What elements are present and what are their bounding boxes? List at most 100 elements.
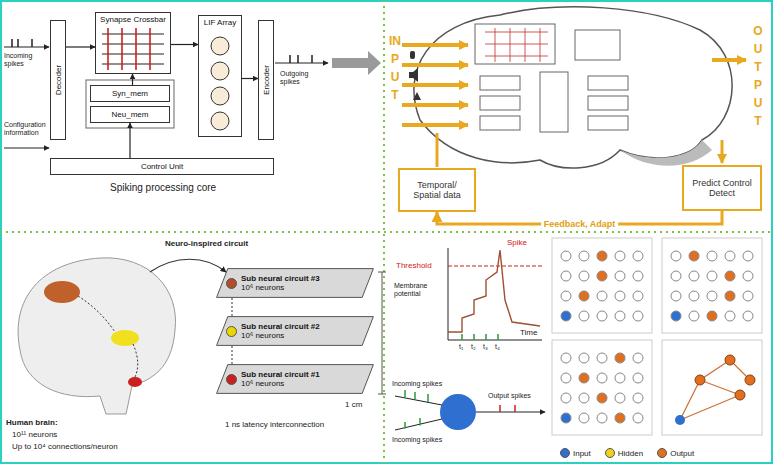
annotation: t₁ [459, 343, 463, 351]
grid-neuron [707, 271, 717, 281]
grid-neuron [707, 291, 717, 301]
grid-neuron [633, 251, 643, 261]
brain-outline [414, 7, 732, 168]
grid-neuron [633, 271, 643, 281]
grid-neuron [725, 291, 735, 301]
grid-neuron [615, 251, 625, 261]
grid-neuron [561, 393, 571, 403]
node-text: Synapse Crossbar [100, 15, 166, 24]
node-text: Temporal/ Spatial data [403, 180, 471, 200]
chart-axes [448, 248, 542, 340]
legend-text: Input [573, 449, 591, 458]
grid-neuron [615, 373, 625, 383]
grid-neuron [615, 271, 625, 281]
grid-neuron [615, 353, 625, 363]
grid-neuron [561, 291, 571, 301]
grid-neuron [597, 311, 607, 321]
annotation: Outgoing spikes [280, 70, 328, 86]
node-text: Encoder [262, 65, 271, 95]
grid-neuron [615, 291, 625, 301]
spike-train [290, 55, 312, 63]
grid-neuron [579, 393, 589, 403]
grid-neuron [671, 251, 681, 261]
output-box: Predict Control Detect [682, 165, 762, 211]
grid-neuron [689, 291, 699, 301]
legend-swatch [657, 448, 667, 458]
axon [476, 412, 545, 413]
plate-shape [217, 269, 374, 298]
grid-neuron [707, 251, 717, 261]
spike-train [405, 390, 428, 429]
circuit-plate: Sub neural circuit #310⁶ neurons [215, 268, 375, 298]
annotation: Incoming spikes [392, 436, 442, 444]
brain-region [44, 281, 80, 303]
node-text: Predict Control Detect [687, 178, 757, 198]
memory-frame [86, 80, 174, 128]
time-ticks [462, 334, 498, 340]
config-line [4, 148, 49, 149]
grid-neuron [579, 251, 589, 261]
node-text: Control Unit [141, 162, 183, 171]
crossbar-block: Synapse Crossbar [95, 12, 171, 74]
brain-side [18, 258, 175, 414]
control-unit: Control Unit [50, 158, 274, 175]
grid-neuron [743, 291, 753, 301]
data-link [436, 133, 439, 167]
grid-neuron [561, 353, 571, 363]
grid-neuron [743, 271, 753, 281]
legend-text: Hidden [618, 449, 643, 458]
annotation: Incoming spikes [4, 52, 48, 68]
grid-neuron [689, 271, 699, 281]
region-dot [226, 374, 237, 385]
plate-shape [215, 316, 375, 346]
annotation: Output spikes [488, 392, 531, 400]
spike-output-line [275, 63, 328, 64]
annotation: 10¹¹ neurons [12, 430, 57, 439]
grid-neuron [615, 393, 625, 403]
lif-neurons [211, 37, 229, 130]
grid-neuron [671, 291, 681, 301]
node-text: Sub neural circuit #3 [241, 274, 320, 283]
annotation: 1 cm [345, 400, 362, 409]
plate-shape [215, 364, 375, 394]
network-panel [662, 340, 762, 435]
region-dot [226, 278, 237, 289]
block-arrow [332, 51, 381, 75]
annotation: Human brain: [6, 418, 58, 427]
brain-region [128, 377, 142, 387]
io-heading: INPUT [389, 32, 401, 104]
sensor-icons [409, 51, 421, 100]
grid-neuron [561, 413, 571, 423]
encoder-block: Encoder [258, 20, 274, 140]
annotation: Time [520, 328, 537, 337]
annotation: Spiking processing core [110, 182, 216, 194]
grid-neuron [671, 271, 681, 281]
network-nodes [695, 355, 755, 400]
annotation: Neuro-inspired circuit [165, 239, 248, 248]
grid-neuron [689, 251, 699, 261]
neuron-body [440, 394, 476, 430]
grid-neuron [633, 291, 643, 301]
plate-shape [217, 317, 374, 346]
network-links [680, 360, 750, 420]
grid-neuron [597, 271, 607, 281]
circuit-plate: Sub neural circuit #210⁶ neurons [215, 316, 375, 346]
grid-neuron [579, 413, 589, 423]
signal-arrow [129, 123, 130, 158]
spike-train [12, 39, 32, 47]
node-text: 10⁶ neurons [241, 331, 284, 340]
region-dot [226, 326, 237, 337]
grid-neuron [597, 251, 607, 261]
output-arrow [721, 140, 724, 163]
grid-neuron [633, 373, 643, 383]
node-text: Sub neural circuit #1 [241, 370, 320, 379]
grid-panel [552, 340, 652, 435]
annotation: Threshold [396, 261, 432, 270]
annotation: t₂ [471, 343, 476, 351]
node-text: Neu_mem [112, 110, 149, 119]
spike-train [500, 405, 515, 412]
plate-shape [215, 268, 375, 298]
grid-neuron [561, 311, 571, 321]
annotation: Configuration information [4, 121, 54, 137]
